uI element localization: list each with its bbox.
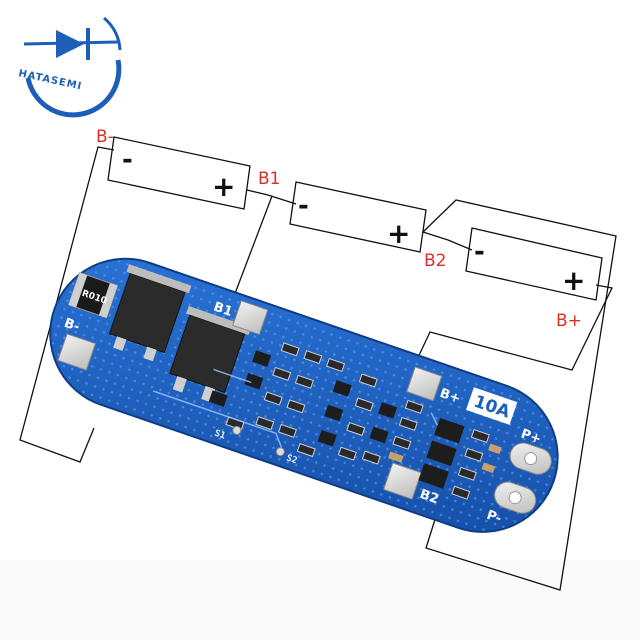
wire-b1 — [246, 189, 297, 205]
diode-icon — [23, 28, 119, 60]
label-b2: B2 — [424, 251, 446, 271]
pad-b1-label: B1 — [211, 300, 234, 320]
mosfet-2 — [169, 305, 252, 403]
small-ics — [208, 350, 398, 447]
test-point-s1: S1 — [213, 429, 227, 442]
mosfet-1 — [108, 264, 192, 362]
label-b-plus: B+ — [556, 311, 582, 331]
pad-b-plus-label: B+ — [438, 386, 463, 407]
pad-b-plus — [406, 366, 443, 402]
shunt-resistor: R010 — [67, 271, 119, 319]
passive-components — [225, 342, 502, 500]
pad-p-minus-label: P- — [485, 508, 504, 527]
cell-3-plus: + — [562, 264, 585, 297]
cell-1-plus: + — [212, 170, 235, 203]
cell-2 — [289, 181, 427, 253]
cell-2-plus: + — [387, 217, 410, 250]
test-point-s2: S2 — [285, 453, 299, 466]
label-b-minus: B- — [96, 127, 114, 147]
cell-3-minus: - — [474, 237, 485, 267]
wiring-diagram — [19, 136, 617, 591]
soic-ics — [418, 417, 465, 489]
pad-p-plus-label: P+ — [519, 427, 543, 448]
cell-2-minus: - — [298, 191, 309, 221]
pad-b-minus-label: B- — [62, 316, 81, 335]
pad-b2 — [383, 462, 422, 500]
bms-board: R010 B1 B+ 10A P+ P- B- B2 — [49, 257, 559, 533]
wire-b-minus — [19, 146, 115, 463]
wire-b-plus — [413, 284, 613, 371]
cell-3 — [465, 227, 603, 301]
pad-b2-label: B2 — [418, 487, 441, 507]
pad-b1 — [232, 300, 269, 336]
wire-b2 — [422, 231, 473, 251]
cell-signs: - + - + - + — [122, 145, 585, 297]
cell-1 — [107, 136, 251, 210]
pad-b-minus — [57, 333, 97, 371]
pcb-traces — [152, 368, 439, 449]
cell-1-minus: - — [122, 145, 133, 175]
label-b1: B1 — [258, 169, 280, 189]
